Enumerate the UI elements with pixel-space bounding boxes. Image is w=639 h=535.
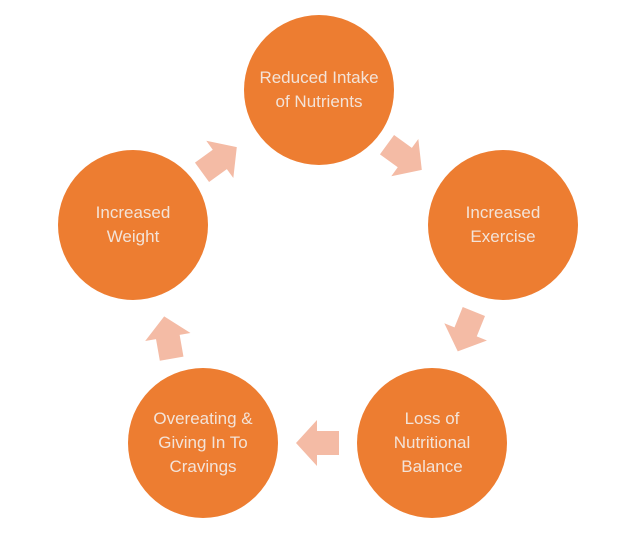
- arrow-icon: [194, 140, 237, 183]
- arrow-icon: [145, 316, 191, 361]
- node-label: Increased Weight: [95, 203, 171, 246]
- node-increased-exercise: Increased Exercise: [428, 150, 578, 300]
- arrow-icon: [296, 420, 339, 466]
- node-label: Loss of Nutritional Balance: [393, 409, 471, 476]
- node-reduced-intake: Reduced Intake of Nutrients: [244, 15, 394, 165]
- node-increased-weight: Increased Weight: [58, 150, 208, 300]
- node-label: Reduced Intake of Nutrients: [259, 68, 379, 111]
- arrow-icon: [379, 134, 422, 177]
- node-overeating: Overeating & Giving In To Cravings: [128, 368, 278, 518]
- arrow-icon: [444, 307, 487, 352]
- node-label: Increased Exercise: [465, 203, 541, 246]
- node-label: Overeating & Giving In To Cravings: [153, 409, 253, 476]
- node-loss-of-nutritional-balance: Loss of Nutritional Balance: [357, 368, 507, 518]
